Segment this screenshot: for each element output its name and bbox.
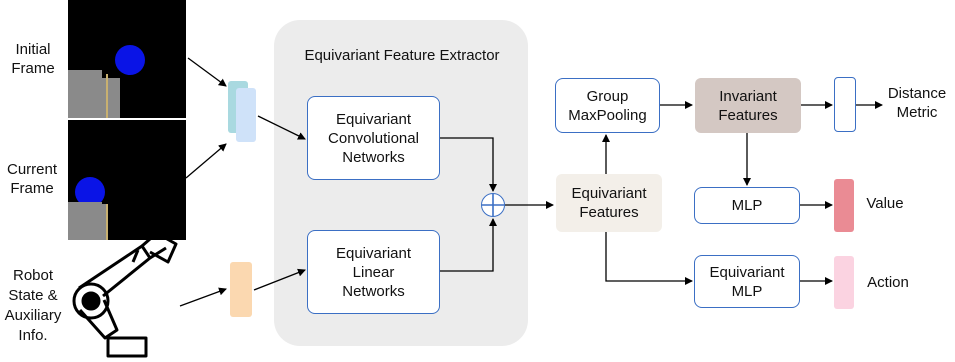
- arrow-conv-to-sum: [440, 137, 497, 192]
- equivariant-features-box: Equivariant Features: [556, 174, 662, 232]
- distance-feature-vector: [834, 77, 856, 132]
- mlp-box: MLP: [694, 187, 800, 224]
- equivariant-conv-networks-box: Equivariant Convolutional Networks: [307, 96, 440, 180]
- feature-extractor-title: Equivariant Feature Extractor: [304, 47, 500, 64]
- initial-frame-label: Initial Frame: [11, 41, 55, 77]
- group-maxpooling-label: Group MaxPooling: [568, 87, 647, 124]
- action-label: Action: [867, 274, 909, 291]
- arrow-to-conv: [257, 115, 306, 140]
- image-feature-map-front: [236, 88, 256, 142]
- equivariant-linear-networks-label: Equivariant Linear Networks: [335, 244, 412, 300]
- current-frame-label: Current Frame: [6, 161, 58, 197]
- value-label: Value: [866, 195, 904, 212]
- arrow-features-to-eq-mlp: [605, 232, 693, 285]
- current-frame-image: [68, 120, 186, 240]
- equivariant-mlp-label: Equivariant MLP: [709, 263, 785, 300]
- action-output-bar: [834, 256, 854, 309]
- equivariant-linear-networks-box: Equivariant Linear Networks: [307, 230, 440, 314]
- arrow-linear-to-sum: [440, 218, 497, 272]
- mlp-label: MLP: [731, 197, 763, 214]
- equivariant-mlp-box: Equivariant MLP: [694, 255, 800, 308]
- distance-metric-label: Distance Metric: [887, 85, 947, 121]
- robot-state-label: Robot State & Auxiliary Info.: [4, 267, 62, 344]
- invariant-features-label: Invariant Features: [718, 87, 778, 124]
- group-maxpooling-box: Group MaxPooling: [555, 78, 660, 133]
- ball-icon: [115, 45, 145, 75]
- initial-frame-image: [68, 0, 186, 118]
- arrow-to-linear: [253, 268, 306, 291]
- arrow-robot-state: [179, 287, 227, 307]
- arrow-current-frame: [185, 143, 227, 179]
- equivariant-features-label: Equivariant Features: [571, 185, 647, 221]
- invariant-features-box: Invariant Features: [695, 78, 801, 133]
- equivariant-conv-networks-label: Equivariant Convolutional Networks: [328, 110, 419, 166]
- value-output-bar: [834, 179, 854, 232]
- arrow-initial-frame: [187, 57, 227, 87]
- state-feature-vector: [230, 262, 252, 317]
